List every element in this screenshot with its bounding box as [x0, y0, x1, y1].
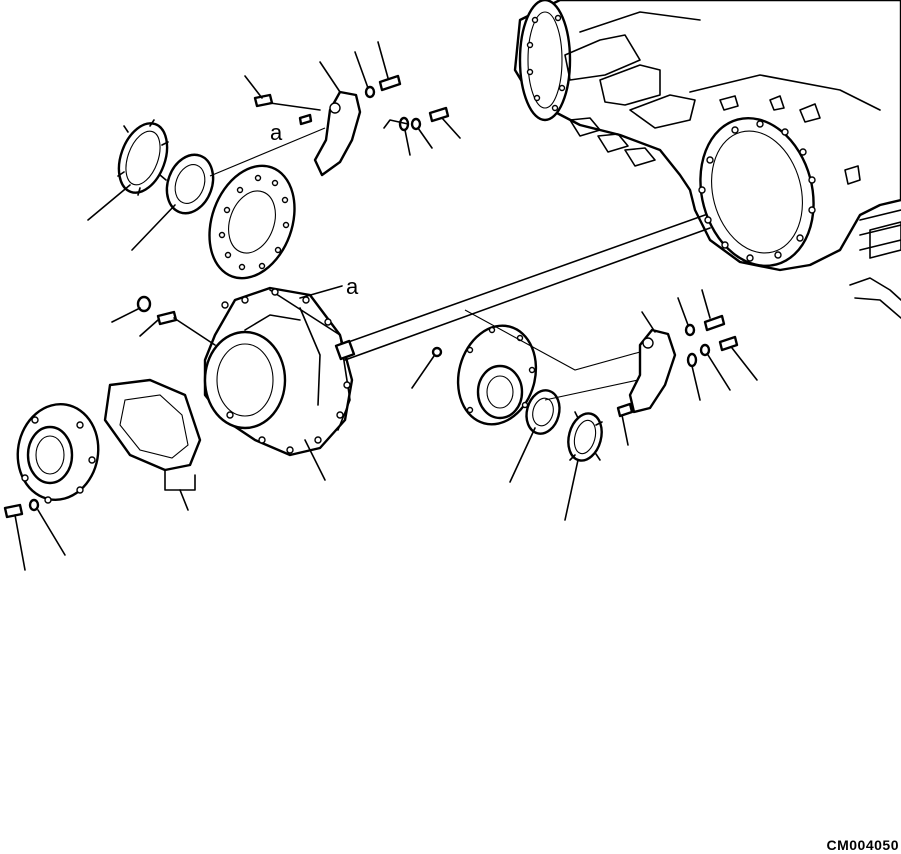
center-carrier: a [111, 214, 711, 481]
lower-hub-group [3, 378, 202, 571]
lower-right-group [411, 289, 758, 521]
axle-housing [513, 0, 901, 319]
upper-brake-group: a [87, 41, 461, 280]
reference-mark-center: a [346, 274, 359, 299]
figure-code: CM004050 [827, 837, 900, 853]
reference-mark-upper: a [270, 120, 283, 145]
